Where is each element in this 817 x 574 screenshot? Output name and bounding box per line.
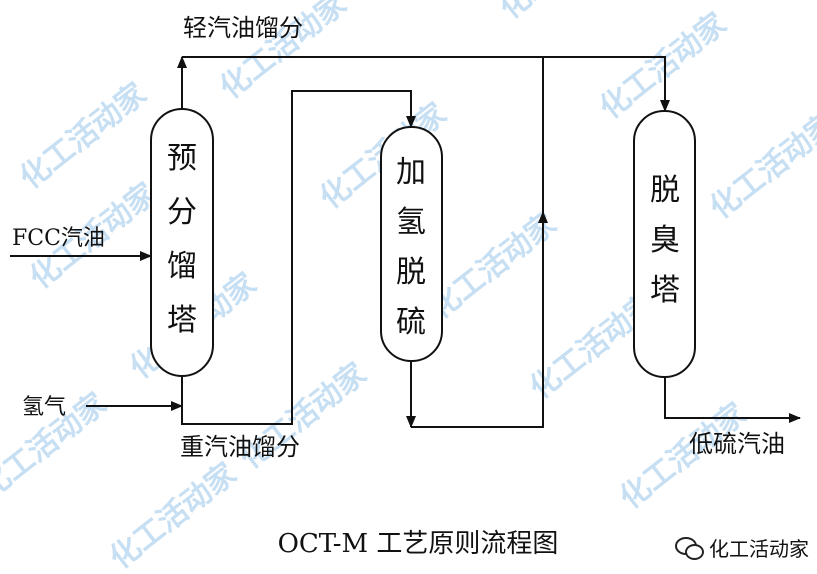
column-char: 分 — [167, 195, 197, 230]
source-logo: 化工活动家 — [675, 533, 809, 562]
prefractionator-text: 预 分 馏 塔 — [167, 141, 197, 338]
column-char: 脱 — [650, 173, 680, 208]
column-char: 塔 — [167, 303, 197, 338]
column-char: 氢 — [396, 205, 426, 240]
column-char: 臭 — [650, 223, 680, 258]
heavy-gasoline-label: 重汽油馏分 — [180, 433, 300, 461]
column-char: 硫 — [396, 305, 426, 340]
source-logo-text: 化工活动家 — [709, 537, 809, 561]
diagram-caption: OCT-M 工艺原则流程图 — [278, 529, 559, 559]
hydrogen-label: 氢气 — [22, 395, 66, 420]
column-char: 加 — [396, 155, 426, 190]
column-char: 馏 — [167, 249, 197, 284]
watermark-text: 化工活动家 — [493, 0, 633, 26]
fcc-gasoline-label: FCC汽油 — [12, 226, 105, 251]
light-gasoline-label: 轻汽油馏分 — [183, 14, 303, 42]
light-gasoline-line — [182, 56, 670, 112]
watermark-text: 化工活动家 — [593, 6, 733, 126]
column-char: 塔 — [650, 273, 680, 308]
watermark-text: 化工活动家 — [703, 106, 817, 226]
column-char: 脱 — [396, 255, 426, 290]
wechat-icon — [675, 536, 704, 560]
low-sulfur-gasoline-label: 低硫汽油 — [689, 430, 785, 458]
watermark-text: 化工活动家 — [103, 456, 243, 570]
sweetening-text: 脱 臭 塔 — [650, 173, 680, 308]
column-char: 预 — [167, 141, 197, 176]
low-sulfur-product-line — [664, 377, 801, 423]
watermark-text: 化工活动家 — [13, 76, 153, 196]
flow-lines — [10, 56, 801, 428]
hds-product-return-line — [411, 225, 544, 428]
hds-text: 加 氢 脱 硫 — [396, 155, 426, 340]
heavy-gasoline-line — [181, 90, 416, 425]
